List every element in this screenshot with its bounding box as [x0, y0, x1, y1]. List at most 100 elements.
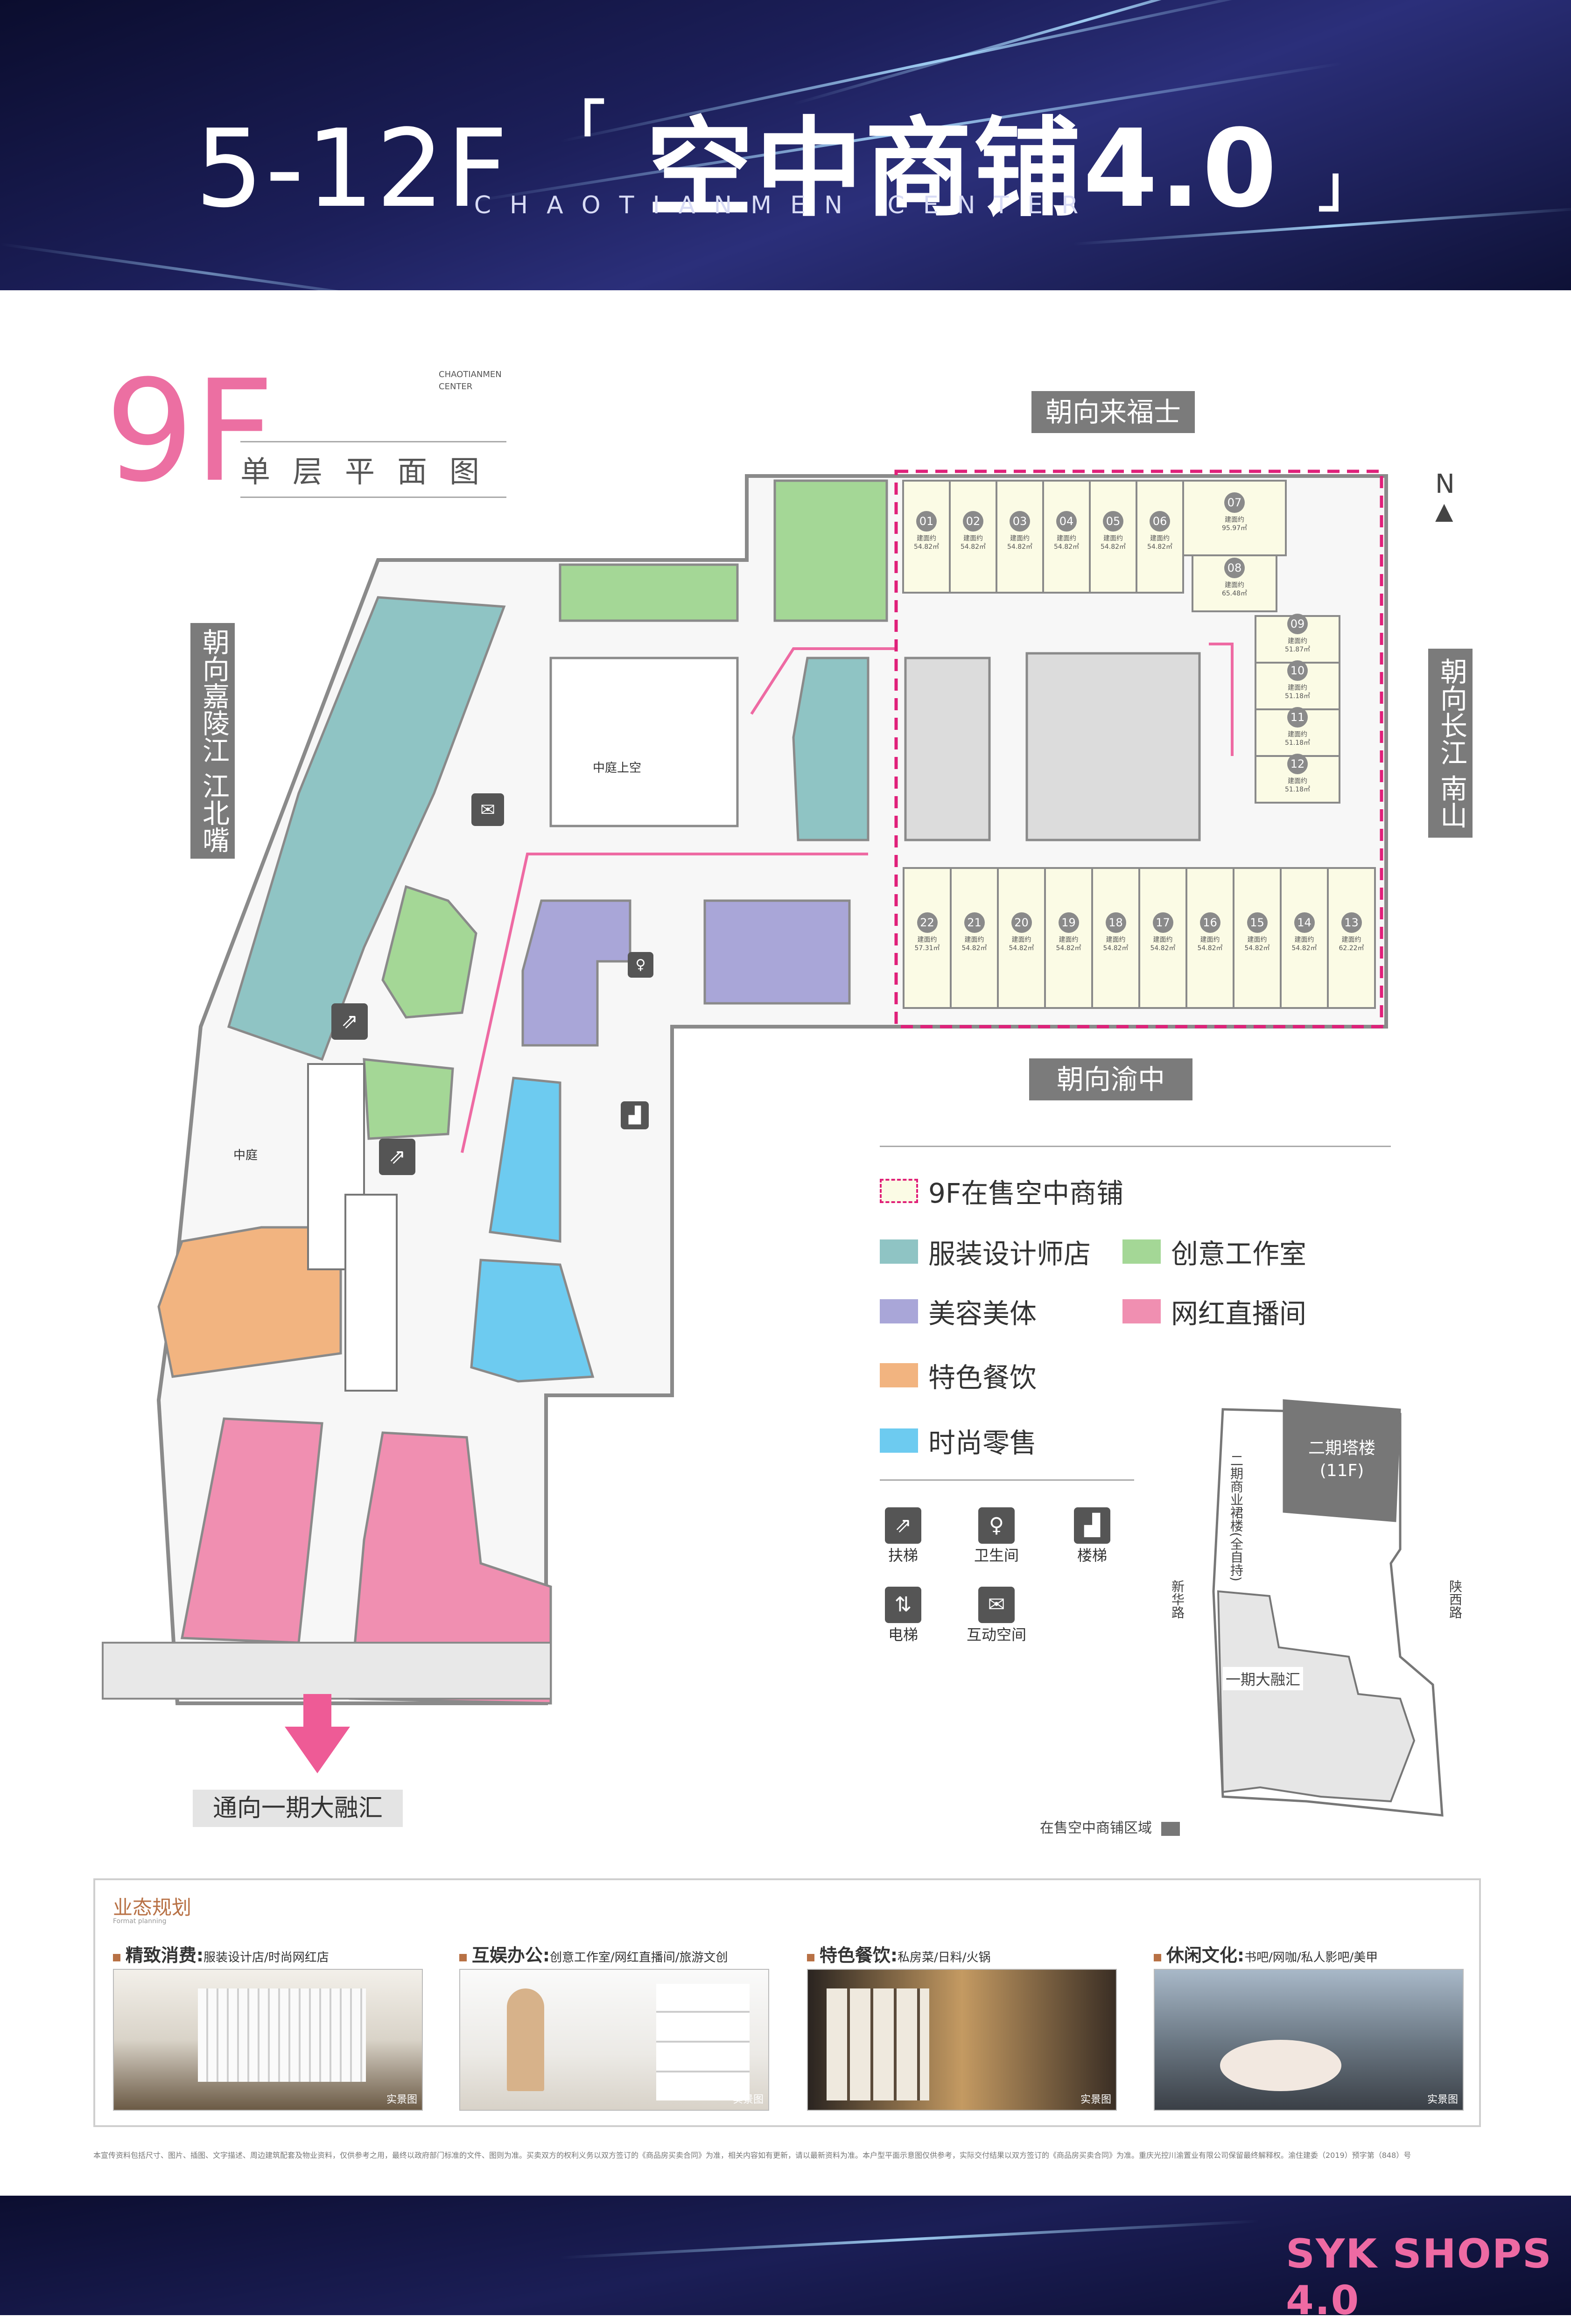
unit-18[interactable]	[1091, 867, 1140, 1009]
unit-area: 51.18㎡	[1284, 739, 1311, 747]
atrium-void-label: 中庭上空	[593, 761, 642, 775]
unit-number: 05	[1103, 511, 1123, 532]
legend-item: 创意工作室	[1122, 1232, 1306, 1271]
unit-area-label: 建面约	[1010, 535, 1030, 542]
unit-20[interactable]	[997, 867, 1046, 1009]
small-logo: CHAOTIANMEN CENTER	[439, 369, 502, 393]
direction-north: 朝向来福士	[1031, 391, 1195, 433]
zone-retail	[470, 1077, 595, 1383]
legend-for-sale: 9F在售空中商铺	[880, 1171, 1123, 1211]
format-subtitle: Format planning	[113, 1918, 167, 1925]
page-subtitle: CHAOTIANMEN CENTER	[474, 191, 1097, 219]
header-banner	[0, 0, 1571, 290]
unit-area: 54.82㎡	[913, 543, 940, 551]
disclaimer: 本宣传资料包括尺寸、图片、插图、文字描述、周边建筑配套及物业资料，仅供参考之用，…	[93, 2151, 1411, 2160]
escalator-bank	[344, 1194, 398, 1392]
zone-creative	[363, 479, 888, 1140]
unit-16[interactable]	[1185, 867, 1234, 1009]
legend-item: 时尚零售	[880, 1421, 1037, 1460]
unit-number: 15	[1247, 912, 1268, 933]
phase-one-hatch	[1217, 1590, 1416, 1803]
unit-area-label: 建面约	[963, 535, 983, 542]
unit-13[interactable]	[1327, 867, 1376, 1009]
road-east-label: 陕西路	[1447, 1580, 1463, 1619]
unit-area-label: 建面约	[1288, 637, 1307, 645]
unit-area: 54.82㎡	[1197, 945, 1223, 952]
unit-number: 12	[1287, 754, 1308, 774]
legend-swatch	[880, 1363, 918, 1387]
format-section-head: 特色餐饮:私房菜/日料/火锅	[807, 1941, 991, 1967]
site-map	[1212, 1399, 1444, 1817]
unit-area: 54.82㎡	[1103, 945, 1129, 952]
bullet-icon	[1154, 1954, 1161, 1961]
unit-area-label: 建面约	[1057, 535, 1076, 542]
direction-east: 朝向长江 南山	[1428, 649, 1473, 838]
unit-06[interactable]	[1136, 480, 1184, 594]
unit-number: 10	[1287, 660, 1308, 681]
page-title: 5-12F 「 空中商铺4.0 」	[195, 95, 1376, 231]
unit-area-label: 建面约	[1288, 731, 1307, 738]
unit-area-label: 建面约	[1103, 535, 1123, 542]
for-sale-units	[894, 469, 1383, 1029]
stairs-icon: ▟	[621, 1101, 649, 1129]
restroom-icon: ♀	[978, 1507, 1015, 1544]
photo-lounge: 实景图	[1154, 1969, 1464, 2111]
legend-item: 特色餐饮	[880, 1356, 1037, 1395]
unit-number: 02	[963, 511, 983, 532]
legend-swatch	[1122, 1239, 1161, 1264]
unit-01[interactable]	[902, 480, 951, 594]
unit-area-label: 建面约	[917, 535, 936, 542]
unit-number: 14	[1294, 912, 1315, 933]
unit-area-label: 建面约	[1106, 936, 1126, 944]
escalator-icon: ⇗	[885, 1507, 921, 1544]
unit-area: 54.82㎡	[1053, 543, 1080, 551]
legend-icon-stairs: ▟ 楼梯	[1055, 1507, 1129, 1565]
legend-divider	[880, 1479, 1134, 1481]
guide-arrow	[750, 647, 896, 715]
unit-number: 03	[1010, 511, 1030, 532]
unit-area-label: 建面约	[1200, 936, 1220, 944]
format-section-head: 互娱办公:创意工作室/网红直播间/旅游文创	[459, 1941, 728, 1967]
unit-area-label: 建面约	[1288, 684, 1307, 692]
unit-area: 54.82㎡	[1291, 945, 1317, 952]
bullet-icon	[807, 1954, 814, 1961]
legend-swatch	[1122, 1299, 1161, 1323]
chat-icon: ✉	[978, 1587, 1015, 1623]
unit-22[interactable]	[903, 867, 952, 1009]
guide-arrow	[461, 853, 868, 1153]
photo-studio: 实景图	[459, 1969, 769, 2111]
zone-fashion	[227, 596, 870, 1061]
unit-17[interactable]	[1138, 867, 1187, 1009]
bullet-icon	[459, 1954, 467, 1961]
unit-area-label: 建面约	[1288, 777, 1307, 785]
unit-03[interactable]	[996, 480, 1044, 594]
title-main: 空中商铺4.0	[646, 107, 1279, 231]
stairs-icon: ▟	[1074, 1507, 1110, 1544]
unit-area: 65.48㎡	[1221, 590, 1248, 597]
tower-label: 二期塔楼 (11F)	[1308, 1439, 1375, 1480]
unit-04[interactable]	[1042, 480, 1091, 594]
unit-05[interactable]	[1089, 480, 1137, 594]
unit-area: 54.82㎡	[1100, 543, 1126, 551]
atrium-label: 中庭	[233, 1148, 258, 1162]
core-east	[1025, 652, 1201, 841]
legend-swatch	[880, 1428, 918, 1453]
